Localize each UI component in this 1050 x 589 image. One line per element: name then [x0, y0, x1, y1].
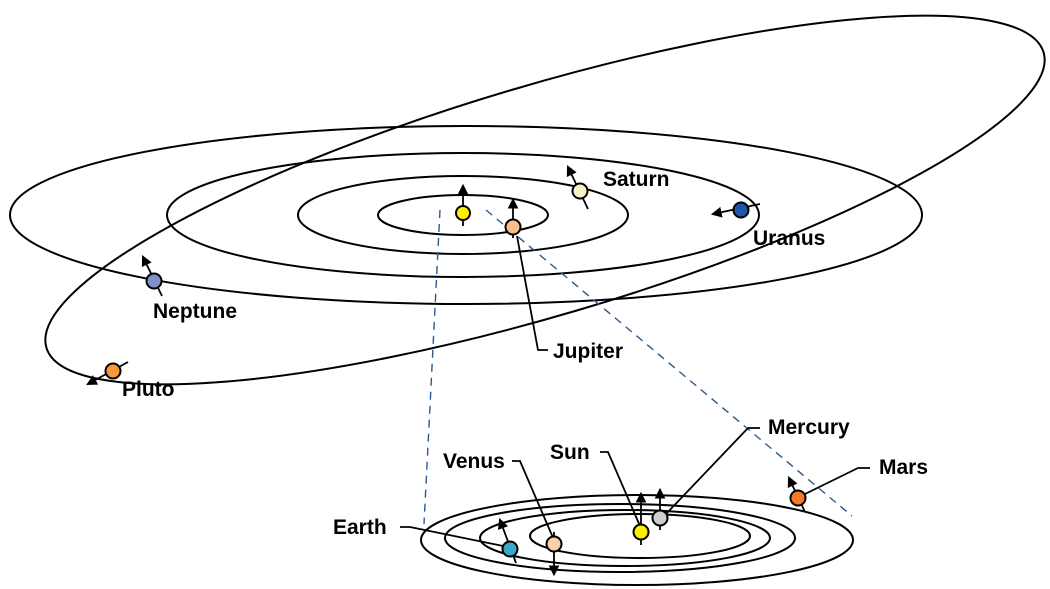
- sun-leader: [600, 451, 641, 527]
- label-saturn: Saturn: [603, 168, 670, 191]
- neptune: [141, 255, 163, 297]
- mercury-marker: [651, 509, 669, 527]
- label-earth: Earth: [333, 516, 387, 539]
- earth-orbit: [444, 503, 796, 573]
- projection-line-left: [423, 209, 441, 525]
- venus-marker: [545, 535, 563, 553]
- sun-outer: [455, 183, 471, 226]
- uranus-orbit: [166, 152, 760, 278]
- earth-marker: [501, 540, 519, 558]
- jupiter: [504, 197, 522, 238]
- uranus-marker: [732, 201, 750, 219]
- venus: [545, 532, 563, 577]
- mercury-leader: [665, 427, 760, 515]
- mercury: [651, 487, 669, 530]
- mars-leader: [800, 467, 870, 497]
- label-mars: Mars: [879, 456, 928, 479]
- label-sun: Sun: [550, 441, 590, 464]
- venus-leader: [512, 460, 555, 541]
- pluto-marker: [104, 362, 122, 380]
- jupiter-leader: [516, 235, 548, 351]
- label-uranus: Uranus: [753, 227, 825, 250]
- earth: [497, 517, 519, 564]
- label-venus: Venus: [443, 450, 505, 473]
- neptune-marker: [145, 272, 163, 290]
- saturn-orbit: [297, 175, 629, 255]
- mercury-orbit: [529, 513, 751, 559]
- projection-lines: [423, 209, 853, 525]
- inner-orbits: [420, 494, 854, 586]
- leader-lines: [400, 235, 870, 548]
- venus-orbit: [479, 509, 771, 567]
- mars-marker: [789, 489, 807, 507]
- sun-outer-marker: [455, 205, 471, 221]
- saturn: [566, 165, 589, 210]
- projection-line-right: [485, 209, 853, 517]
- labels: Saturn Uranus Neptune Pluto Jupiter Merc…: [122, 168, 928, 539]
- saturn-marker: [571, 182, 589, 200]
- pluto: [86, 361, 129, 386]
- earth-leader: [400, 526, 509, 548]
- pluto-orbit: [44, 14, 1046, 386]
- outer-orbits: [9, 14, 1046, 386]
- sun-inner-marker: [632, 523, 650, 541]
- label-neptune: Neptune: [153, 300, 237, 323]
- jupiter-marker: [504, 218, 522, 236]
- mars: [787, 476, 807, 513]
- label-mercury: Mercury: [768, 416, 850, 439]
- uranus: [710, 201, 761, 219]
- sun-inner: [632, 491, 650, 545]
- label-pluto: Pluto: [122, 378, 175, 401]
- label-jupiter: Jupiter: [553, 340, 623, 363]
- neptune-orbit: [9, 125, 923, 305]
